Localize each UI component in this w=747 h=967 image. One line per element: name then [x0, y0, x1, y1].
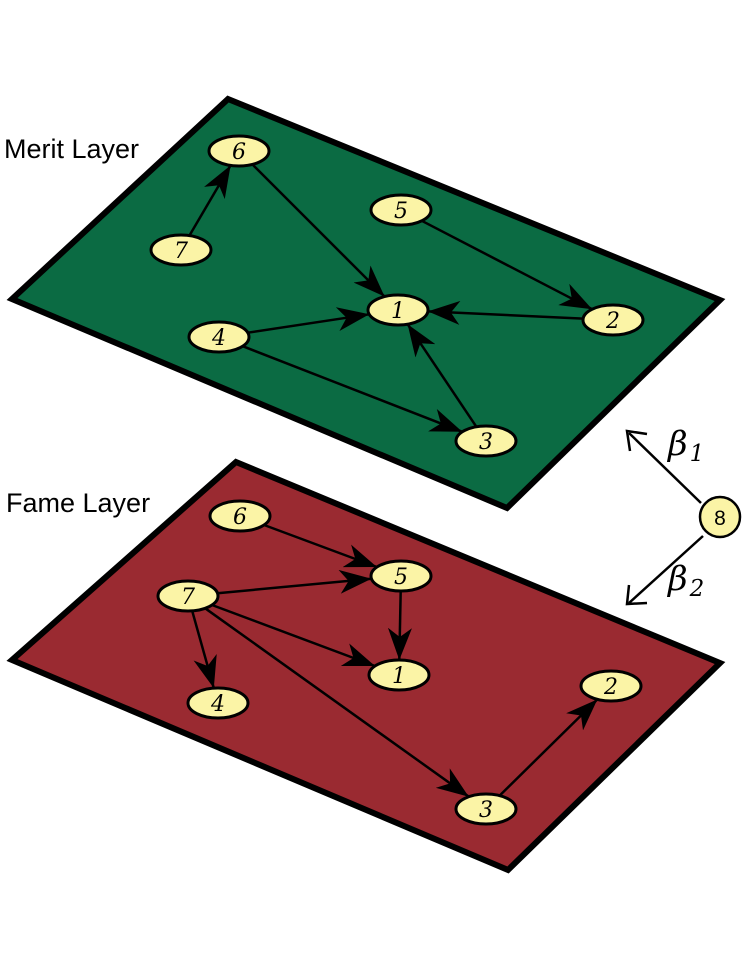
- fame-edge-6-to-5: [263, 523, 378, 569]
- beta-1-label: β1: [666, 424, 704, 467]
- external-node-8: 8: [698, 495, 742, 539]
- merit-node-5-label: 5: [394, 199, 408, 224]
- fame-edge-3-to-2: [498, 698, 599, 797]
- fame-node-1: 1: [367, 658, 431, 692]
- merit-node-1: 1: [366, 293, 430, 327]
- fame-node-1-label: 1: [392, 664, 406, 689]
- fame-node-2-label: 2: [603, 675, 618, 700]
- merit-edge-4-to-3: [242, 345, 463, 433]
- merit-edge-3-to-1: [406, 323, 478, 428]
- fame-edge-5-to-1: [387, 590, 412, 661]
- merit-edge-4-to-1: [247, 307, 370, 334]
- merit-node-4-label: 4: [211, 326, 226, 351]
- merit-layer-edges: [188, 163, 593, 433]
- fame-layer-edges: [190, 523, 599, 798]
- external-node-8-label: 8: [714, 507, 726, 530]
- merit-node-7: 7: [149, 233, 213, 267]
- fame-edge-7-to-1: [211, 603, 376, 668]
- merit-node-5: 5: [369, 193, 433, 227]
- merit-layer-plane: [6, 95, 726, 512]
- merit-layer-label: Merit Layer: [4, 134, 139, 164]
- merit-node-3-label: 3: [479, 430, 493, 455]
- fame-node-5: 5: [369, 559, 433, 593]
- merit-node-3: 3: [454, 424, 518, 458]
- fame-node-4-label: 4: [210, 692, 225, 717]
- merit-edge-5-to-2: [421, 219, 593, 311]
- fame-edge-7-to-4: [190, 610, 217, 689]
- beta-2-label: β2: [666, 559, 704, 602]
- merit-edge-7-to-6: [188, 164, 232, 237]
- beta-2-symbol: β: [666, 559, 688, 599]
- merit-node-6: 6: [207, 134, 271, 168]
- merit-node-2: 2: [581, 303, 645, 337]
- beta-1-subscript: 1: [690, 441, 705, 467]
- merit-node-1-label: 1: [391, 299, 405, 324]
- fame-node-2: 2: [579, 669, 643, 703]
- fame-node-3: 3: [454, 792, 518, 826]
- beta-2-subscript: 2: [689, 576, 705, 602]
- beta-1-symbol: β: [666, 424, 688, 464]
- merit-edge-6-to-1: [251, 163, 386, 298]
- fame-layer-plane: [6, 458, 726, 874]
- merit-node-7-label: 7: [174, 239, 188, 264]
- fame-node-5-label: 5: [394, 565, 408, 590]
- beta-2-arrowhead: [625, 584, 648, 606]
- fame-edge-7-to-3: [204, 607, 470, 798]
- merit-edge-2-to-1: [427, 300, 584, 325]
- external-node-group: 8 β1 β2: [625, 424, 742, 606]
- fame-node-3-label: 3: [479, 798, 493, 823]
- merit-node-6-label: 6: [232, 140, 246, 165]
- fame-node-6: 6: [208, 499, 272, 533]
- beta-2-link: [628, 535, 704, 604]
- fame-node-7: 7: [156, 579, 220, 613]
- fame-node-7-label: 7: [181, 585, 195, 610]
- fame-node-4: 4: [186, 686, 250, 720]
- fame-layer-label: Fame Layer: [6, 488, 150, 518]
- merit-node-2-label: 2: [605, 309, 620, 334]
- fame-edge-7-to-5: [217, 569, 372, 595]
- fame-layer-nodes: 1 2 3 4 5 6 7: [156, 499, 643, 826]
- beta-1-link: [628, 432, 702, 504]
- beta-1-arrowhead: [625, 429, 648, 452]
- merit-layer-nodes: 1 2 3 4 5 6 7: [149, 134, 645, 458]
- merit-node-4: 4: [187, 320, 251, 354]
- fame-node-6-label: 6: [233, 505, 247, 530]
